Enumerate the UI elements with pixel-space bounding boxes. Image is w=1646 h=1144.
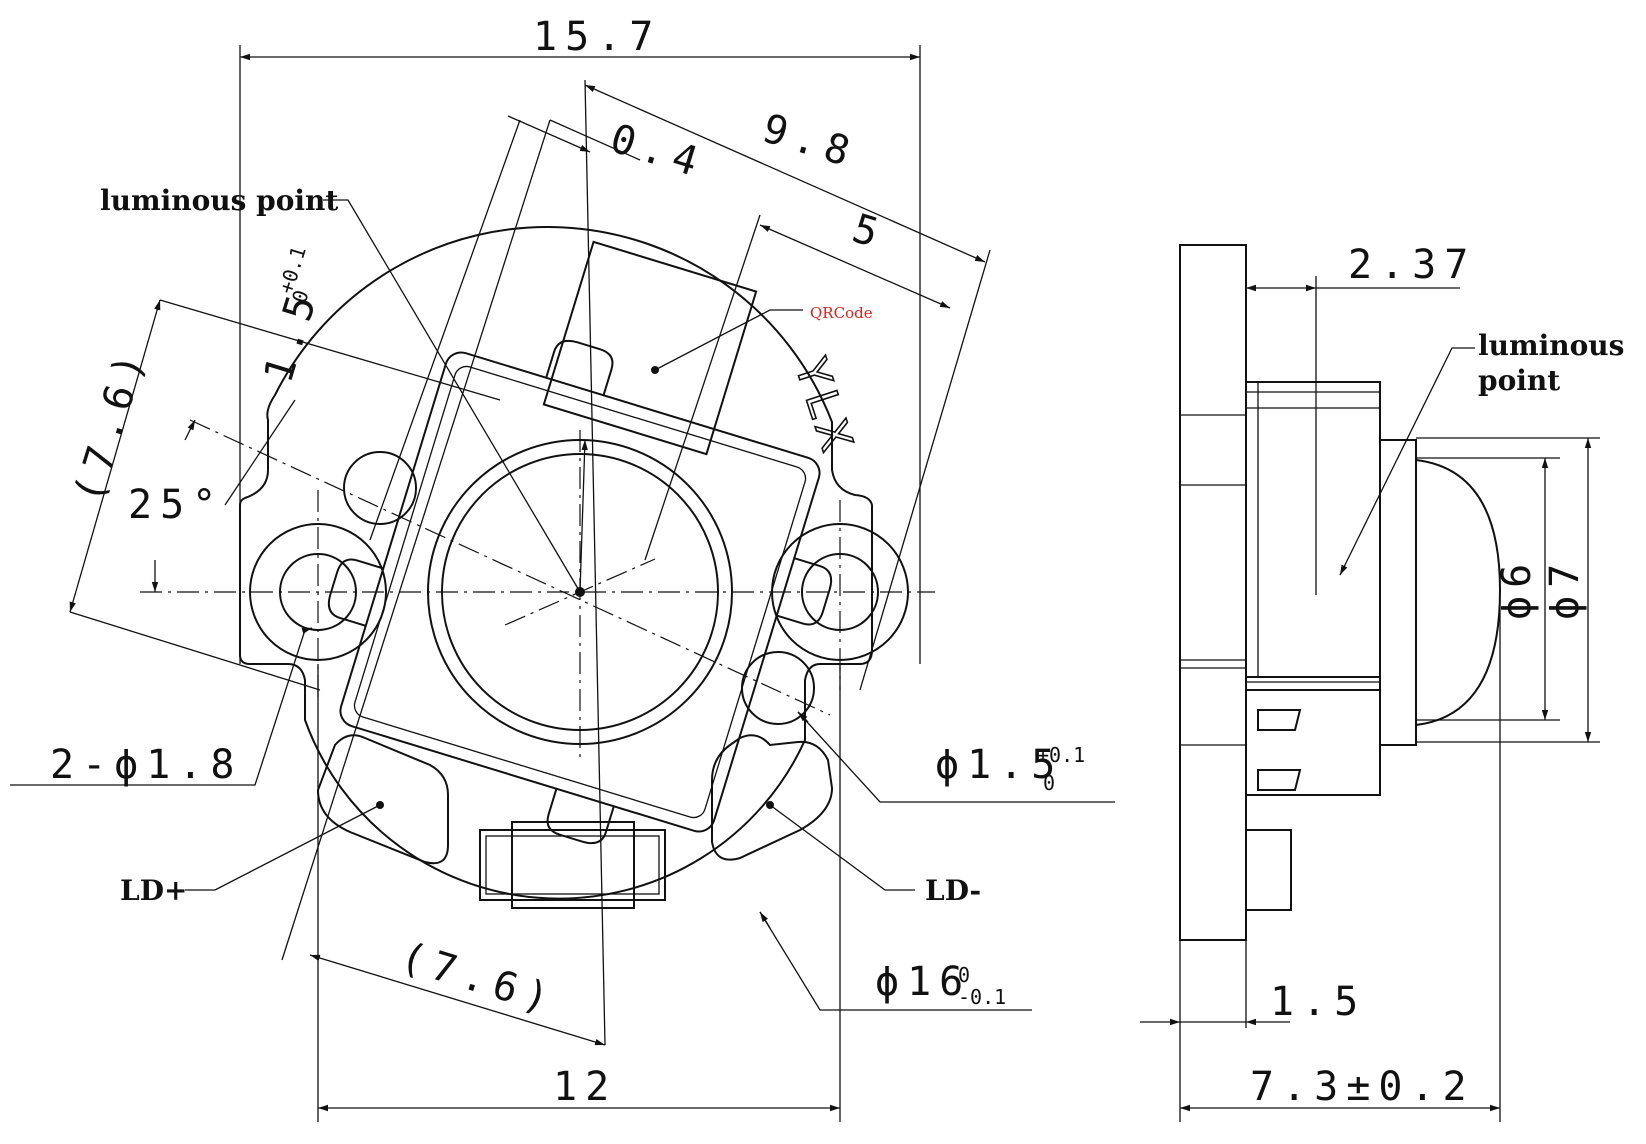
dim-pin-hole-tol-lower: 0 (1043, 771, 1055, 795)
label-luminous-point: luminous point (100, 184, 338, 217)
dim-bottom-width: 12 (553, 1064, 617, 1110)
side-board (1179, 244, 1247, 941)
pin-hole-upper (343, 451, 417, 525)
dim-angle: 25° (128, 482, 224, 528)
qrcode-area (542, 240, 758, 456)
label-luminous-line1: luminous (1478, 329, 1624, 362)
dim-holes: 2-ϕ1.8 (50, 742, 243, 788)
dim-offset: 0.4 (605, 116, 710, 188)
label-qrcode: QRCode (810, 304, 873, 322)
side-package (1245, 381, 1381, 678)
dim-lens-dia-outer: ϕ7 (1542, 556, 1588, 620)
dim-diagonal: 9.8 (757, 106, 862, 178)
pad-ld-minus (711, 734, 834, 861)
board-outline (239, 226, 873, 900)
dim-ref-bottom: (7.6) (395, 934, 562, 1025)
rotated-dims (69, 79, 991, 1046)
side-view: 2.37 luminous point ϕ6 ϕ7 1.5 7.3±0.2 (1140, 242, 1624, 1122)
pin-hole-lower (741, 651, 815, 725)
side-lens-collar (1379, 439, 1417, 746)
dim-pin-hole: ϕ1.5 (935, 742, 1063, 788)
side-lens-dome (1415, 459, 1502, 726)
dim-base-thickness: 1.5 (1270, 979, 1366, 1025)
dim-half: 5 (847, 206, 891, 259)
dim-total-height: 7.3±0.2 (1250, 1064, 1475, 1110)
dim-lens-offset: 2.37 (1348, 242, 1476, 288)
label-ld-plus: LD+ (120, 874, 187, 907)
pad-ld-plus (316, 734, 449, 865)
dim-pin-hole-tol-upper: +0.1 (1037, 743, 1085, 767)
front-view: YLX 15.7 (10, 14, 1115, 1122)
dim-width: 15.7 (533, 14, 661, 60)
label-luminous-line2: point (1478, 364, 1560, 397)
laser-package (327, 339, 833, 845)
dim-board-dia-tol-upper: 0 (958, 963, 970, 987)
dim-lens-dia-inner: ϕ6 (1494, 556, 1540, 620)
label-ld-minus: LD- (925, 874, 981, 907)
dim-board-dia: ϕ16 (875, 959, 971, 1005)
smd-component (479, 829, 666, 901)
dim-board-dia-tol-lower: -0.1 (958, 985, 1006, 1009)
brand-mark: YLX (784, 352, 864, 463)
